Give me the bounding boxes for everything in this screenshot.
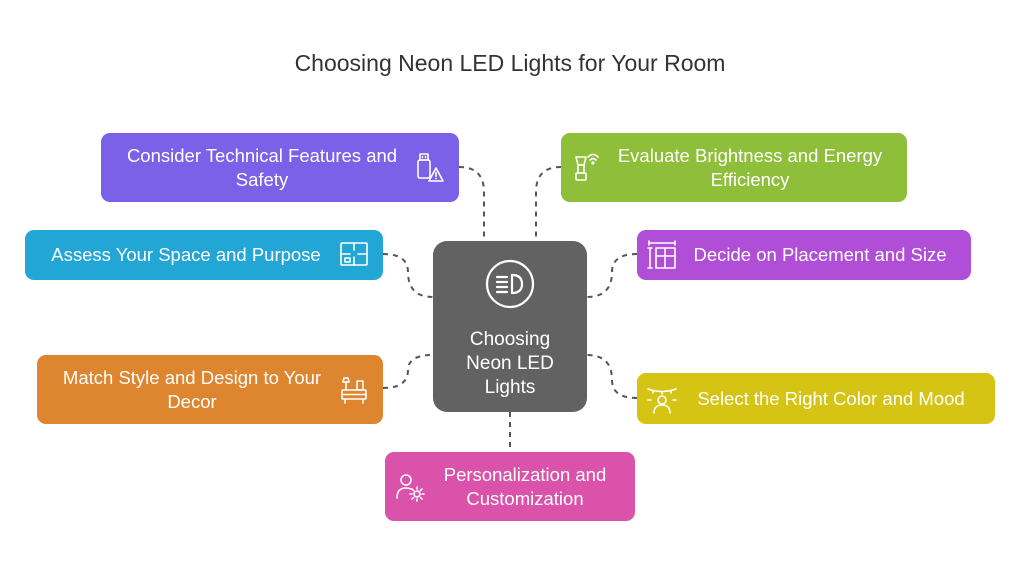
user-gear-icon	[393, 470, 427, 504]
node-label: Personalization and Customization	[443, 463, 607, 509]
node-label: Select the Right Color and Mood	[697, 387, 965, 409]
node-technical-features: Consider Technical Features and Safety	[101, 133, 459, 202]
node-label: Evaluate Brightness and Energy Efficienc…	[617, 144, 883, 190]
connector-space	[382, 253, 434, 298]
node-style-design: Match Style and Design to Your Decor	[37, 355, 383, 424]
diagram-title: Choosing Neon LED Lights for Your Room	[294, 50, 726, 76]
headlight-icon	[485, 259, 535, 308]
connector-brightness	[535, 166, 562, 241]
furniture-icon	[337, 373, 371, 407]
connector-color	[586, 354, 638, 399]
connector-technical	[458, 166, 485, 241]
node-placement-size: Decide on Placement and Size	[637, 230, 971, 280]
center-label: Choosing Neon LED Lights	[466, 328, 554, 398]
connector-placement	[586, 253, 638, 298]
room-plan-icon	[337, 238, 371, 272]
usb-warning-icon	[413, 151, 447, 185]
node-label: Assess Your Space and Purpose	[51, 244, 321, 265]
center-node: Choosing Neon LED Lights	[433, 241, 587, 412]
connector-style	[382, 354, 434, 389]
node-assess-space: Assess Your Space and Purpose	[25, 230, 383, 280]
node-label: Decide on Placement and Size	[693, 244, 947, 265]
person-lights-icon	[645, 382, 679, 416]
node-personalization: Personalization and Customization	[385, 452, 635, 521]
measure-layout-icon	[645, 238, 679, 272]
node-color-mood: Select the Right Color and Mood	[637, 373, 995, 424]
node-label: Consider Technical Features and Safety	[126, 144, 398, 190]
node-label: Match Style and Design to Your Decor	[62, 366, 322, 412]
node-brightness-efficiency: Evaluate Brightness and Energy Efficienc…	[561, 133, 907, 202]
lamp-wifi-icon	[569, 151, 603, 185]
